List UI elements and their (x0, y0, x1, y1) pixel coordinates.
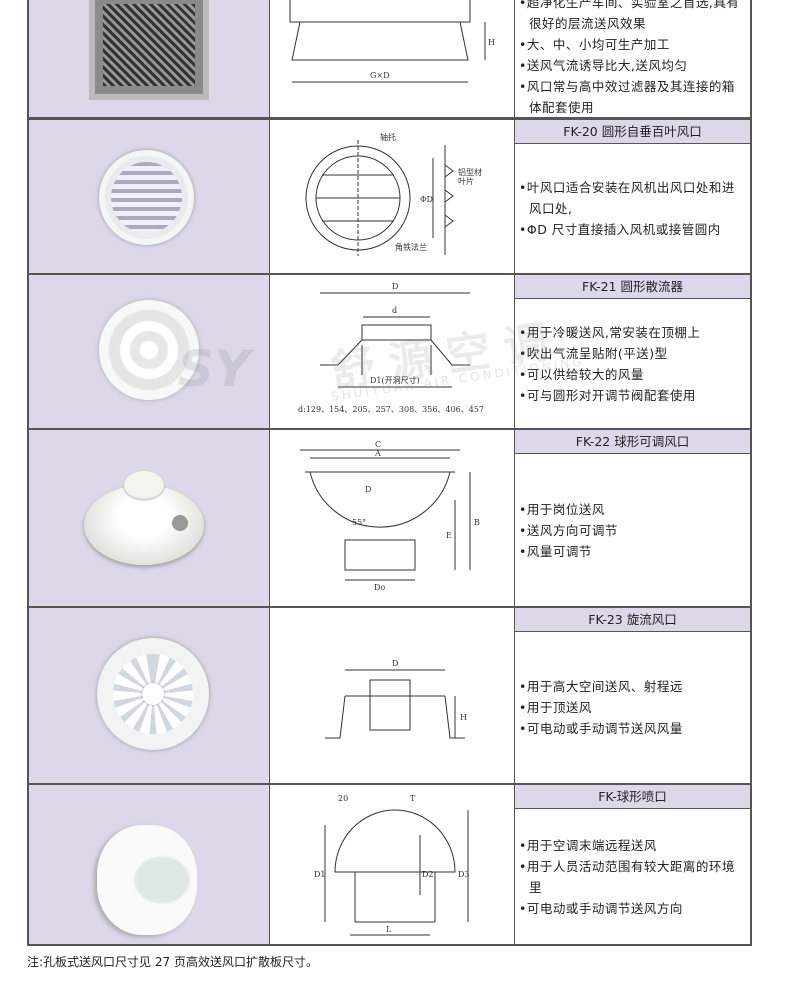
product-title: FK-20 圆形自垂百叶风口 (515, 120, 750, 144)
product-photo (29, 785, 270, 944)
bullet-text: •吹出气流呈贴附(平送)型 (519, 345, 668, 361)
product-row-nozzle: 20 T D1 D2 D3 L FK-球形喷口 •用于空调末端远程送风 •用于人… (27, 785, 752, 946)
bullet-text: •可电动或手动调节送风方向 (519, 900, 683, 916)
bullet-text: •可与圆形对开调节阀配套使用 (519, 387, 696, 403)
product-title: FK-21 圆形散流器 (515, 275, 750, 299)
label-gxd: G×D (370, 71, 390, 80)
drawing-svg: D H (325, 659, 467, 739)
product-row-fk21: D d D1(开洞尺寸) d:129、154、205、257、308、356、4… (27, 275, 752, 430)
product-row-fk22: C A D 55° E B Do FK-22 球形可调风口 •用于岗位送风 •送… (27, 430, 752, 608)
product-info: FK-22 球形可调风口 •用于岗位送风 •送风方向可调节 •风量可调节 (515, 430, 750, 606)
bullet-text: •用于冷暖送风,常安装在顶棚上 (519, 324, 701, 340)
bullet-text: •送风方向可调节 (519, 522, 618, 538)
product-photo (29, 430, 270, 606)
product-row-grille: H G×D •超净化生产车间、实验室之首选,具有 很好的层流送风效果 •大、中、… (27, 0, 752, 119)
product-row-fk23: D H FK-23 旋流风口 •用于高大空间送风、射程远 •用于顶送风 •可电动… (27, 608, 752, 785)
product-info: FK-球形喷口 •用于空调末端远程送风 •用于人员活动范围有较大距离的环境 里 … (515, 785, 750, 944)
label-flange: 角铁法兰 (395, 242, 427, 252)
footnote: 注:孔板式送风口尺寸见 27 页高效送风口扩散板尺寸。 (27, 955, 318, 969)
product-drawing: 20 T D1 D2 D3 L (270, 785, 515, 944)
label-do: Do (374, 583, 385, 592)
bullet-text: 里 (529, 879, 543, 895)
product-drawing: 轴托 铝型材 叶片 ΦD 角铁法兰 (270, 120, 515, 273)
bullet-text: •可电动或手动调节送风风量 (519, 721, 683, 736)
label-h: H (460, 713, 467, 722)
label-a: A (374, 449, 381, 458)
label-diameter: ΦD (420, 195, 433, 204)
label-e: E (446, 531, 452, 540)
bullet-text: 风口处, (529, 201, 573, 216)
product-info: •超净化生产车间、实验室之首选,具有 很好的层流送风效果 •大、中、小均可生产加… (515, 0, 750, 117)
swirl-diffuser-image (97, 638, 209, 750)
bullet-text: 很好的层流送风效果 (529, 16, 647, 31)
bullet-text: •送风气流诱导比大,送风均匀 (519, 58, 688, 73)
bullet-text: •大、中、小均可生产加工 (519, 37, 670, 52)
label-d: D (365, 485, 371, 494)
drawing-svg: H G×D (289, 0, 495, 83)
label-bracket: 轴托 (380, 132, 396, 142)
grille-image (89, 0, 209, 100)
product-photo (29, 608, 270, 783)
label-b: B (474, 518, 480, 527)
label-l: L (386, 925, 392, 934)
bullet-text: •用于人员活动范围有较大距离的环境 (519, 858, 735, 874)
bullet-text: •风量可调节 (519, 543, 592, 559)
product-photo (29, 0, 270, 117)
jet-nozzle-image (97, 825, 197, 935)
drawing-svg: 20 T D1 D2 D3 L (314, 794, 470, 936)
label-d-outer: D (392, 282, 398, 291)
label-h: H (488, 38, 495, 47)
product-photo (29, 120, 270, 273)
bullet-text: •用于空调末端远程送风 (519, 837, 657, 853)
product-photo (29, 275, 270, 428)
ball-nozzle-image (84, 471, 204, 565)
label-t: T (410, 794, 416, 803)
product-title: FK-23 旋流风口 (515, 608, 750, 632)
label-blade: 叶片 (458, 176, 474, 186)
product-title: FK-球形喷口 (515, 785, 750, 809)
label-c: C (375, 440, 381, 449)
product-drawing: H G×D (270, 0, 515, 117)
label-d2: D2 (422, 870, 434, 879)
bullet-text: •用于岗位送风 (519, 501, 605, 517)
round-diffuser-image (99, 300, 199, 400)
label-20: 20 (338, 794, 348, 803)
label-sizes: d:129、154、205、257、308、356、406、457 (298, 405, 484, 414)
label-d: D (392, 659, 398, 668)
product-info: FK-21 圆形散流器 •用于冷暖送风,常安装在顶棚上 •吹出气流呈贴附(平送)… (515, 275, 750, 428)
product-row-fk20: 轴托 铝型材 叶片 ΦD 角铁法兰 FK-20 圆形自垂百叶风口 •叶风口适合安… (27, 118, 752, 275)
label-d1: D1 (314, 870, 326, 879)
bullet-text: •ΦD 尺寸直接插入风机或接管圆内 (519, 222, 721, 237)
bullet-text: 体配套使用 (529, 100, 595, 115)
product-drawing: D H (270, 608, 515, 783)
label-profile: 铝型材 (458, 167, 482, 177)
round-louver-image (99, 150, 194, 245)
bullet-text: •用于高大空间送风、射程远 (519, 679, 683, 694)
bullet-text: •叶风口适合安装在风机出风口处和进 (519, 180, 735, 195)
label-angle: 55° (352, 518, 366, 527)
product-title: FK-22 球形可调风口 (515, 430, 750, 454)
drawing-svg: C A D 55° E B Do (300, 440, 480, 592)
label-d3: D3 (458, 870, 470, 879)
label-d-inner: d (392, 306, 397, 315)
drawing-svg: D d D1(开洞尺寸) d:129、154、205、257、308、356、4… (298, 282, 484, 414)
product-info: FK-23 旋流风口 •用于高大空间送风、射程远 •用于顶送风 •可电动或手动调… (515, 608, 750, 783)
drawing-svg: 轴托 铝型材 叶片 ΦD 角铁法兰 (305, 132, 482, 256)
bullet-text: •用于顶送风 (519, 700, 592, 715)
product-info: FK-20 圆形自垂百叶风口 •叶风口适合安装在风机出风口处和进 风口处, •Φ… (515, 120, 750, 273)
bullet-text: •风口常与高中效过滤器及其连接的箱 (519, 79, 735, 94)
bullet-text: •可以供给较大的风量 (519, 366, 644, 382)
bullet-text: •超净化生产车间、实验室之首选,具有 (519, 0, 740, 10)
product-drawing: C A D 55° E B Do (270, 430, 515, 606)
product-drawing: D d D1(开洞尺寸) d:129、154、205、257、308、356、4… (270, 275, 515, 428)
label-d1: D1(开洞尺寸) (370, 375, 420, 385)
